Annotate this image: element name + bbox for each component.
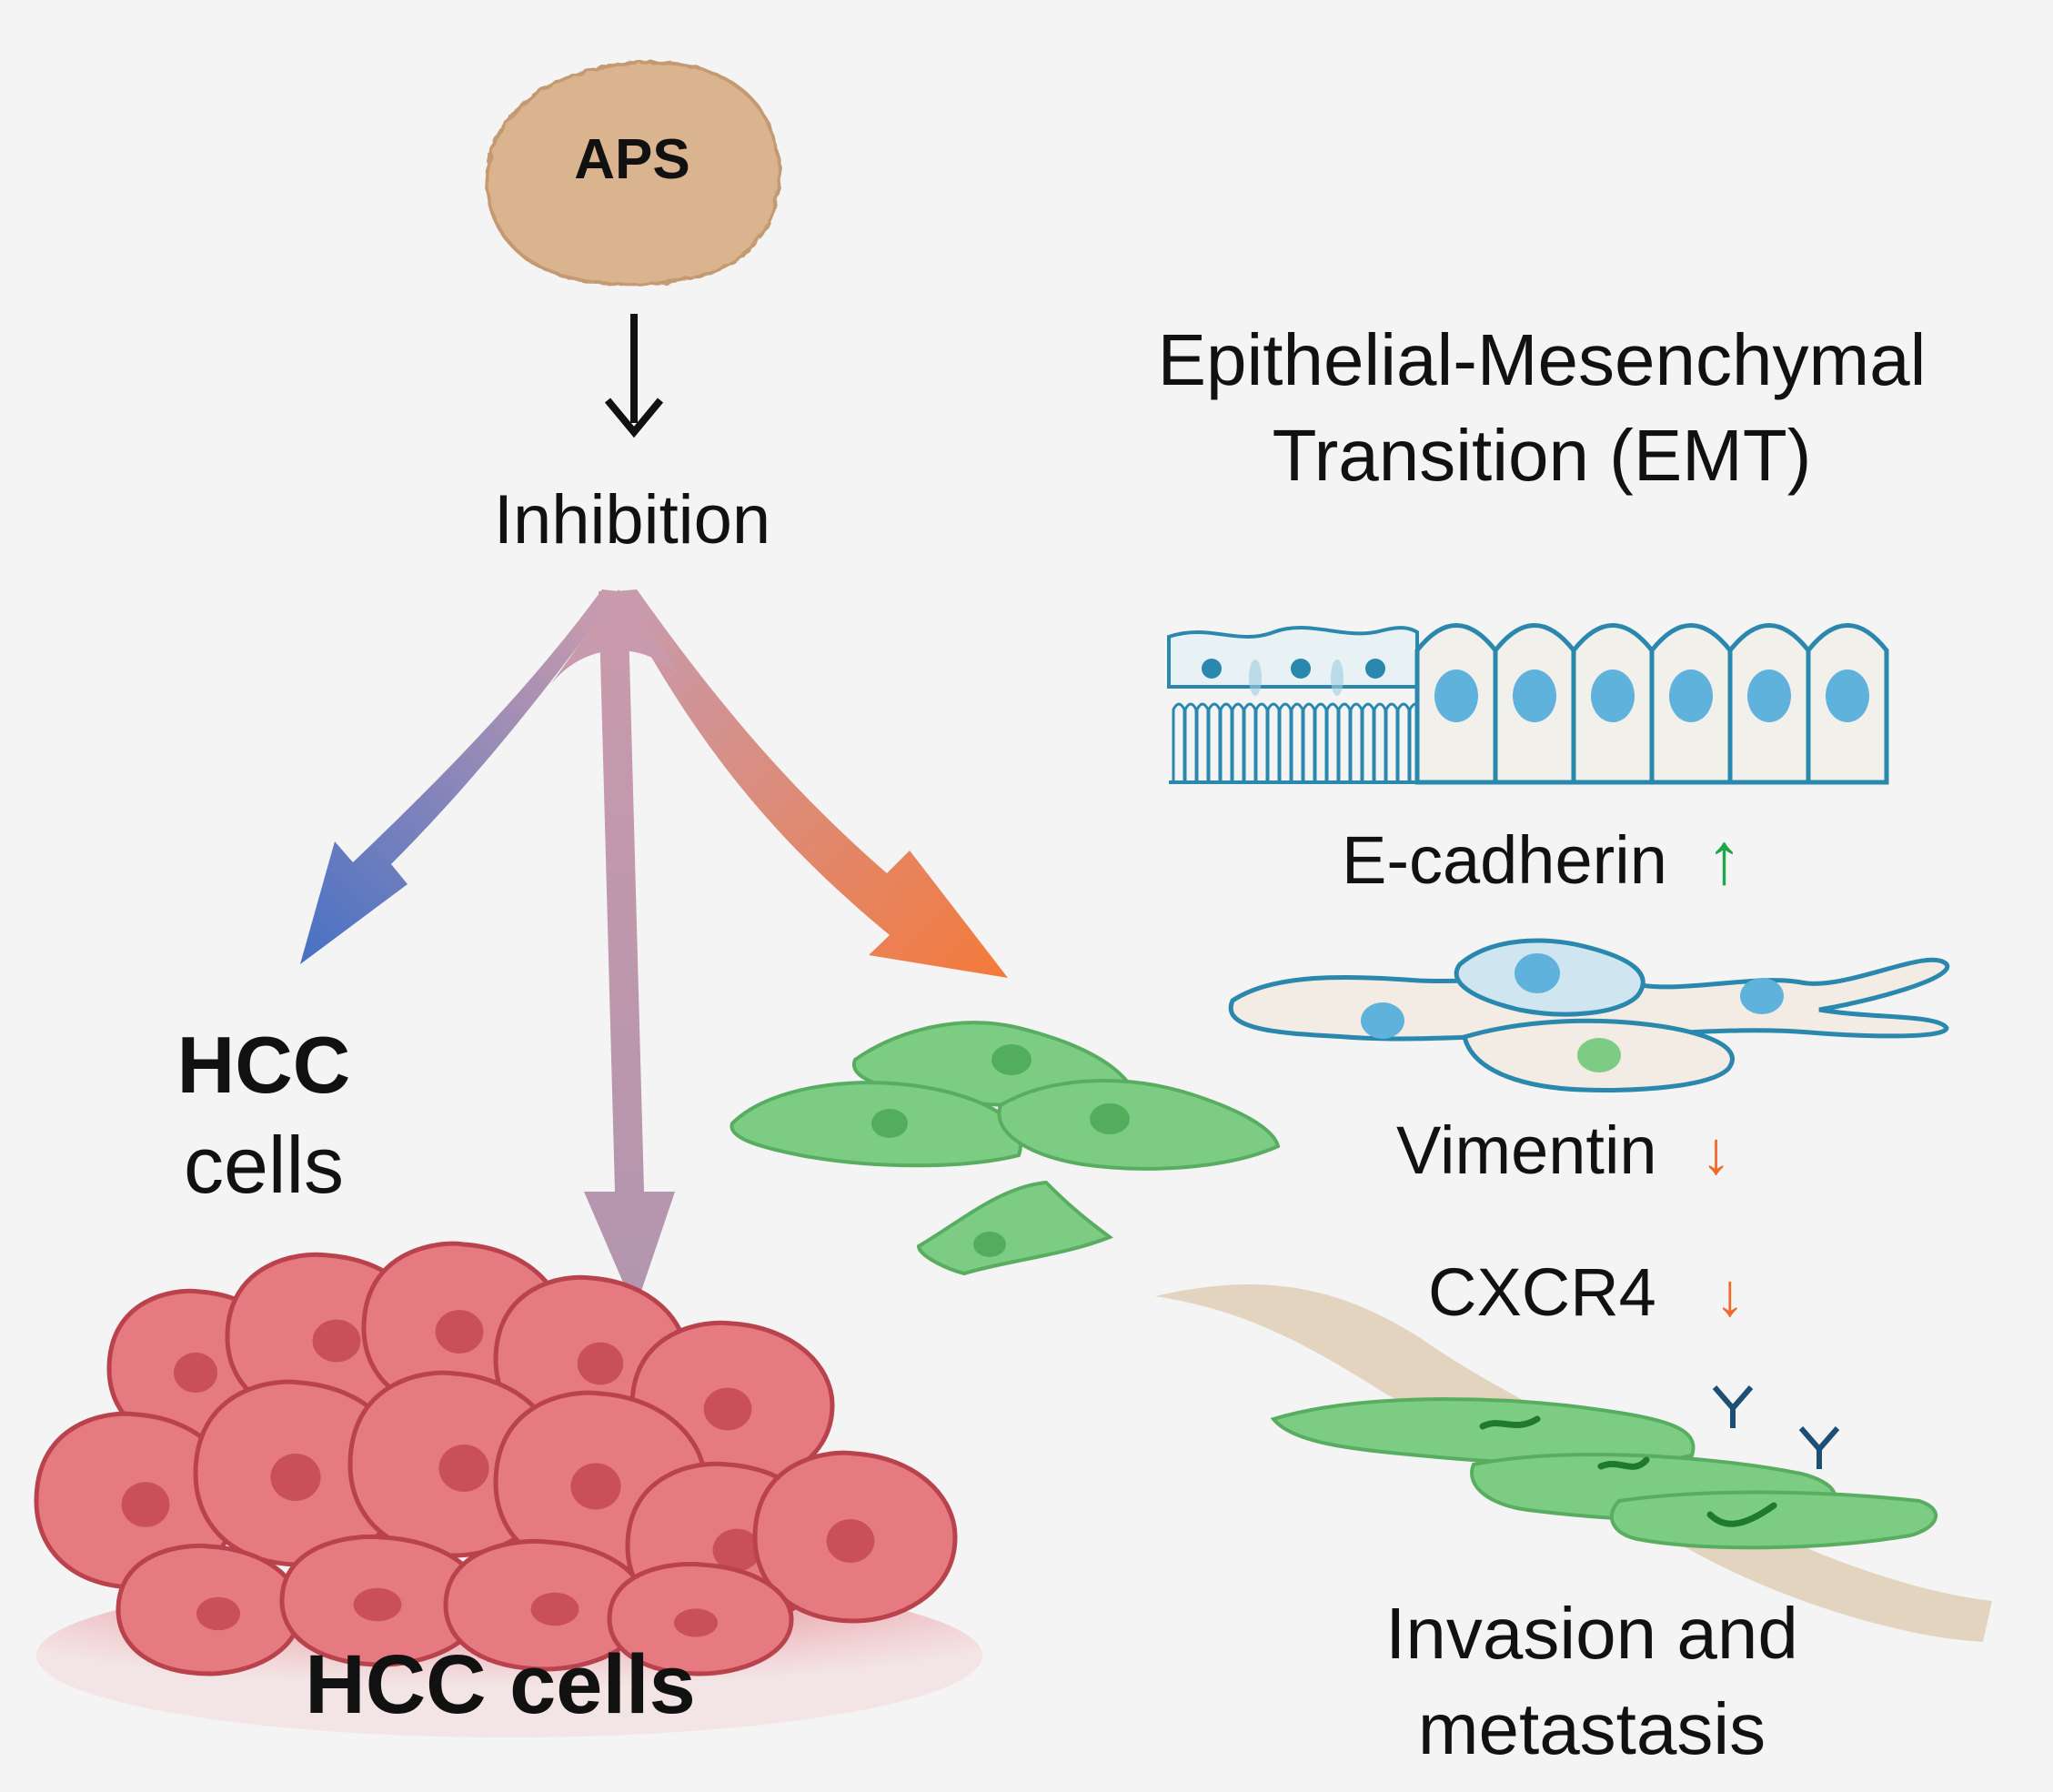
down-arrow-icon	[604, 314, 664, 438]
marker-cxcr4: CXCR4 ↓	[1428, 1253, 1745, 1331]
mesenchymal-cells	[1228, 938, 1950, 1092]
marker-e-cadherin: E-cadherin ↑	[1342, 817, 1742, 901]
emt-title-line1: Epithelial-Mesenchymal	[1157, 319, 1927, 400]
green-cells	[730, 1021, 1281, 1276]
hcc-left-line2: cells	[183, 1120, 345, 1210]
marker-name: E-cadherin	[1342, 822, 1667, 898]
marker-vimentin: Vimentin ↓	[1396, 1112, 1731, 1189]
invading-cells	[1270, 1397, 1938, 1550]
inhibition-label: Inhibition	[493, 481, 771, 559]
aps-blob	[485, 60, 781, 287]
marker-name: CXCR4	[1428, 1254, 1656, 1330]
branch-arrows	[300, 589, 1008, 1310]
down-arrow-icon: ↓	[1715, 1261, 1746, 1328]
emt-title-line2: Transition (EMT)	[1272, 415, 1812, 496]
hcc-cell-cluster	[34, 1241, 982, 1737]
hcc-left-line1: HCC	[176, 1020, 351, 1110]
marker-name: Vimentin	[1396, 1112, 1657, 1188]
aps-label: APS	[574, 128, 690, 191]
epithelial-layer	[1167, 623, 1889, 785]
up-arrow-icon: ↑	[1706, 818, 1743, 899]
receptor-y-icon	[1712, 1385, 1840, 1469]
invasion-line1: Invasion and	[1385, 1593, 1798, 1674]
hcc-bottom-label: HCC cells	[305, 1638, 696, 1731]
down-arrow-icon: ↓	[1701, 1119, 1732, 1186]
invasion-line2: metastasis	[1417, 1688, 1766, 1769]
